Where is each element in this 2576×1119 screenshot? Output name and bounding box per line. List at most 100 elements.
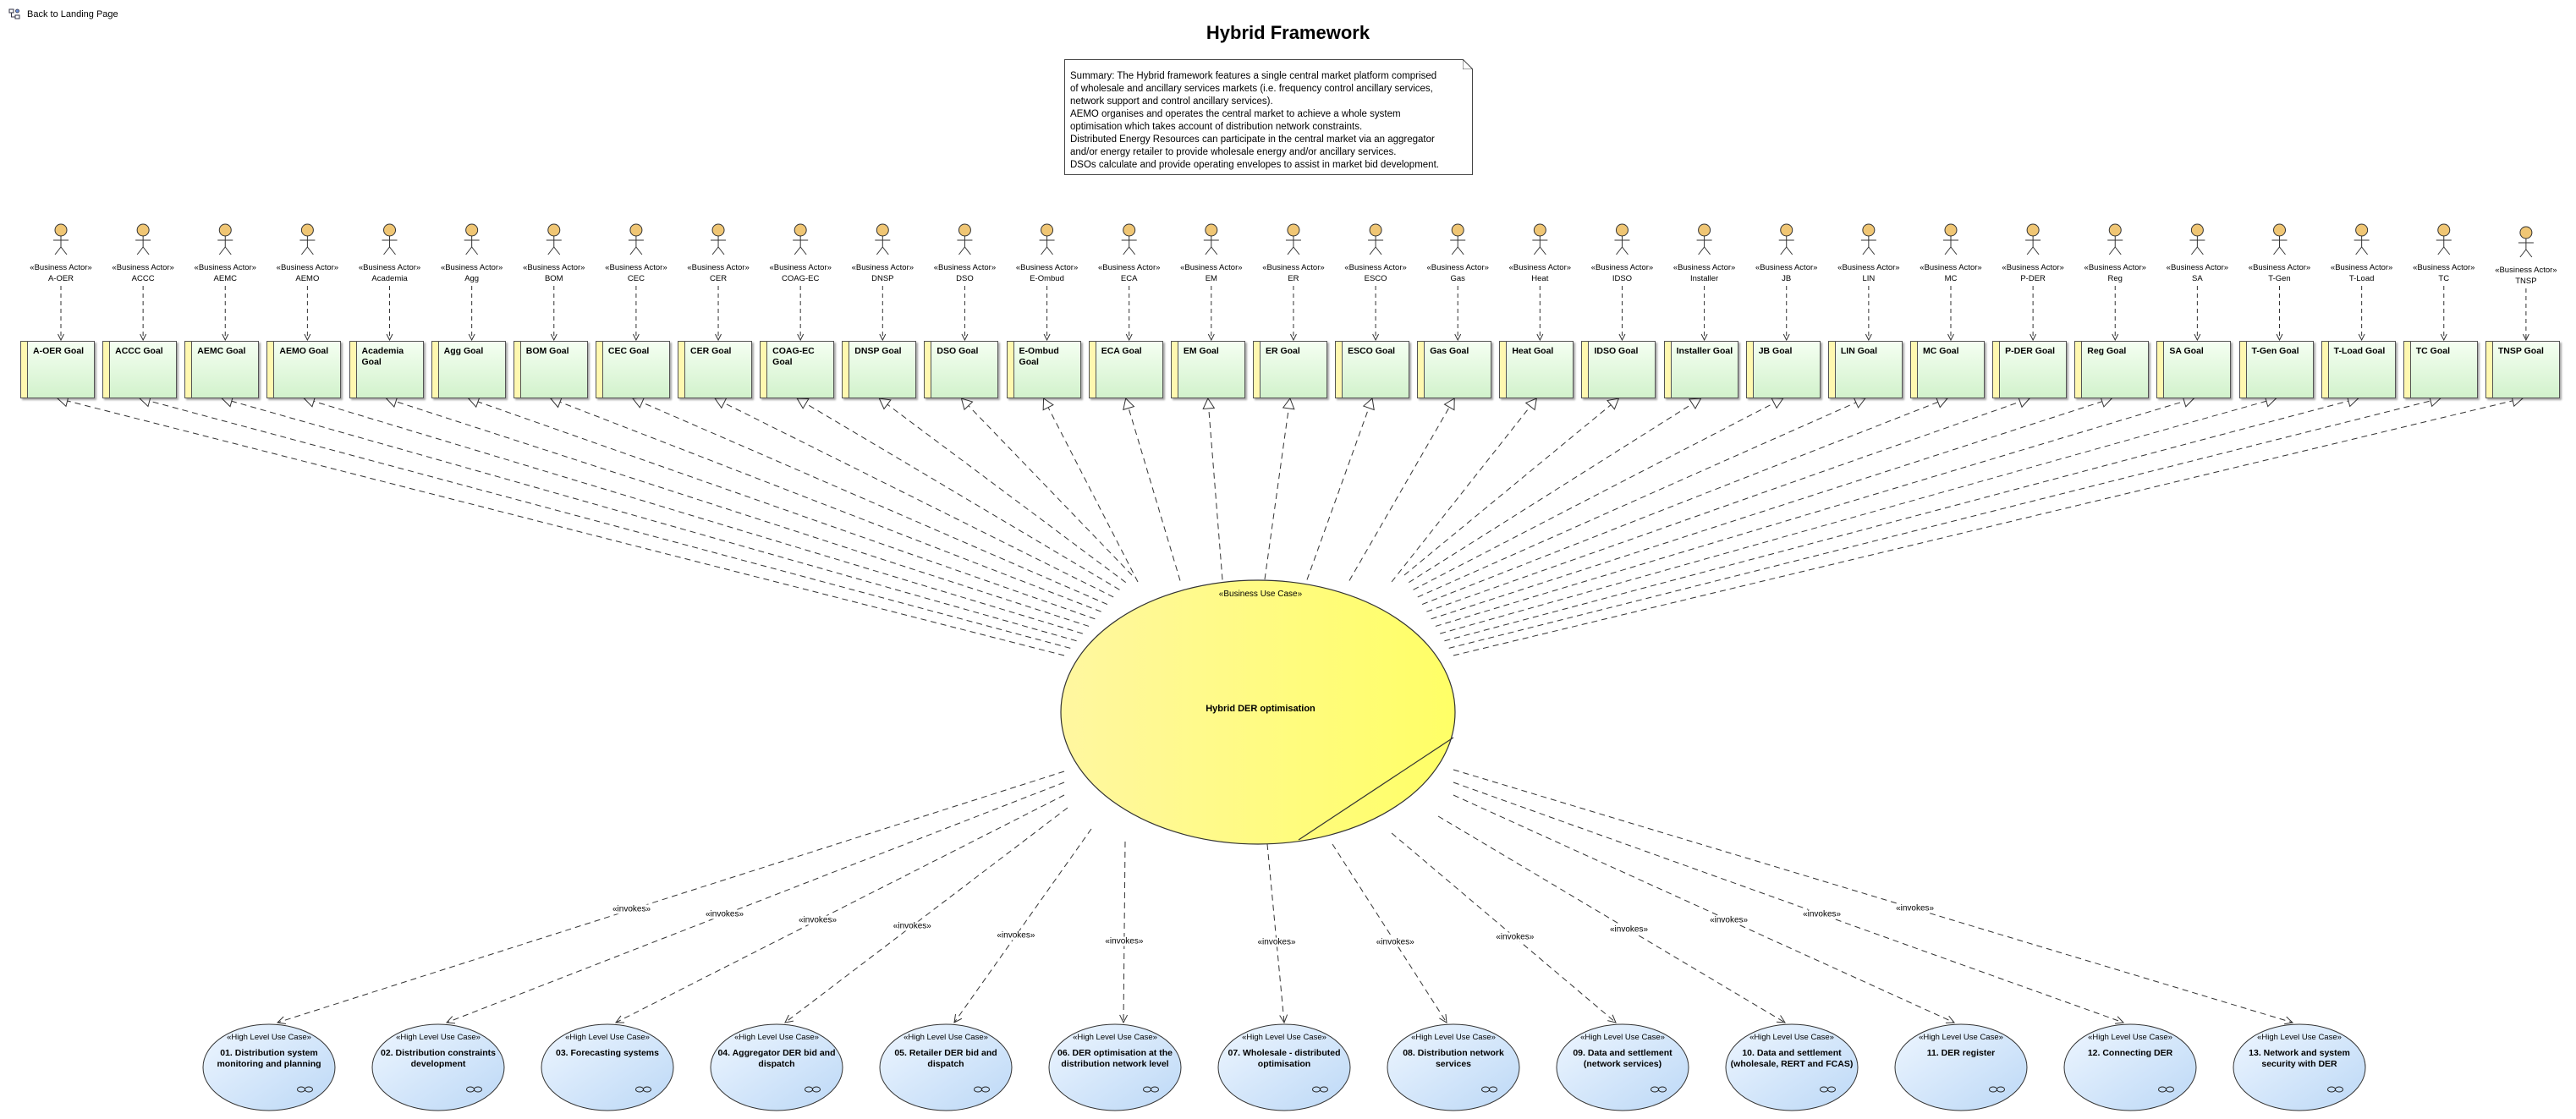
actor-figure-icon[interactable] [2436,223,2452,255]
actor-name: Heat [1531,274,1549,283]
actor-figure-icon[interactable] [464,223,480,255]
goal-box[interactable]: TC Goal [2403,341,2478,398]
actor-label: «Business Actor»DNSP [842,262,923,284]
goal-box[interactable]: P-DER Goal [1992,341,2068,398]
goal-box[interactable]: E-Ombud Goal [1006,341,1081,398]
actor-figure-icon[interactable] [1942,223,1958,255]
note-fold-corner [1463,59,1473,69]
goal-box[interactable]: MC Goal [1909,341,1985,398]
high-level-use-case[interactable] [1048,1023,1182,1111]
goal-box[interactable]: EM Goal [1170,341,1245,398]
high-level-use-case[interactable] [202,1023,336,1111]
goal-box[interactable]: CEC Goal [595,341,670,398]
actor-figure-icon[interactable] [793,223,809,255]
actor-figure-icon[interactable] [711,223,727,255]
actor-figure-icon[interactable] [1039,223,1055,255]
actor-figure-icon[interactable] [1285,223,1301,255]
actor-figure-icon[interactable] [2271,223,2288,255]
goal-box[interactable]: IDSO Goal [1581,341,1656,398]
goal-box[interactable]: DSO Goal [924,341,999,398]
actor-stereotype: «Business Actor» [30,263,92,272]
actor-figure-icon[interactable] [2354,223,2370,255]
actor-figure-icon[interactable] [382,223,398,255]
actor-stereotype: «Business Actor» [1344,263,1407,272]
high-level-use-case[interactable] [1387,1023,1520,1111]
invokes-link [1437,815,1786,1023]
high-level-use-case[interactable] [541,1023,674,1111]
actor-label: «Business Actor»SA [2156,262,2238,284]
goal-box[interactable]: DNSP Goal [842,341,917,398]
actor-stereotype: «Business Actor» [1590,263,1654,272]
goal-box[interactable]: Reg Goal [2074,341,2150,398]
actor-figure-icon[interactable] [1203,223,1219,255]
actor-label: «Business Actor»T-Gen [2239,262,2321,284]
actor-figure-icon[interactable] [957,223,973,255]
actor-figure-icon[interactable] [546,223,562,255]
back-to-landing-link[interactable]: Back to Landing Page [8,8,118,20]
goal-box[interactable]: Heat Goal [1499,341,1574,398]
goal-box[interactable]: ER Goal [1252,341,1327,398]
goal-box[interactable]: CER Goal [678,341,753,398]
actor-figure-icon[interactable] [1614,223,1630,255]
goal-box[interactable]: SA Goal [2156,341,2232,398]
goal-box[interactable]: Gas Goal [1417,341,1492,398]
goal-box[interactable]: ESCO Goal [1335,341,1410,398]
goal-box[interactable]: COAG-EC Goal [760,341,835,398]
goal-box[interactable]: JB Goal [1745,341,1821,398]
use-case-text: «High Level Use Case»03. Forecasting sys… [541,1033,673,1059]
actor-stereotype: «Business Actor» [1755,263,1818,272]
high-level-use-case[interactable] [1894,1023,2028,1111]
high-level-use-case[interactable] [371,1023,505,1111]
actor-name: SA [2192,274,2203,283]
actor-figure-icon[interactable] [1532,223,1548,255]
actor-figure-icon[interactable] [1778,223,1794,255]
high-level-use-case[interactable] [2063,1023,2197,1111]
goal-box[interactable]: T-Load Goal [2321,341,2396,398]
actor-figure-icon[interactable] [299,223,316,255]
goal-box[interactable]: ECA Goal [1088,341,1163,398]
goal-bar [2075,342,2083,398]
goal-box[interactable]: TNSP Goal [2485,341,2560,398]
actor-figure-icon[interactable] [1860,223,1876,255]
goal-realization-link [1431,401,2102,620]
actor-figure-icon[interactable] [2025,223,2041,255]
actor-figure-icon[interactable] [135,223,151,255]
actor-figure-icon[interactable] [2518,226,2534,258]
goal-label: T-Load Goal [2333,346,2386,356]
composite-link-icon [974,1086,990,1093]
actor-figure-icon[interactable] [217,223,233,255]
high-level-use-case[interactable] [1217,1023,1351,1111]
high-level-use-case[interactable] [2233,1023,2366,1111]
high-level-use-case[interactable] [1556,1023,1689,1111]
actor-name: CER [710,274,728,283]
goal-box[interactable]: A-OER Goal [20,341,95,398]
center-use-case-ellipse[interactable] [1060,579,1456,845]
goal-box[interactable]: BOM Goal [513,341,588,398]
goal-box[interactable]: AEMC Goal [184,341,260,398]
invokes-link [1123,841,1126,1023]
goal-box[interactable]: ACCC Goal [102,341,178,398]
goal-bar [514,342,521,398]
actor-figure-icon[interactable] [1368,223,1384,255]
high-level-use-case[interactable] [710,1023,843,1111]
actor-figure-icon[interactable] [628,223,644,255]
high-level-use-case[interactable] [1725,1023,1859,1111]
goal-realization-link [1440,400,2267,634]
goal-box[interactable]: Academia Goal [349,341,424,398]
goal-box[interactable]: Agg Goal [431,341,506,398]
actor-figure-icon[interactable] [1121,223,1137,255]
goal-box[interactable]: AEMO Goal [266,341,342,398]
actor-figure-icon[interactable] [2107,223,2123,255]
goal-box[interactable]: Installer Goal [1663,341,1738,398]
actor-figure-icon[interactable] [1696,223,1712,255]
actor-figure-icon[interactable] [2189,223,2205,255]
goal-box[interactable]: T-Gen Goal [2238,341,2314,398]
actor-stereotype: «Business Actor» [1015,263,1079,272]
use-case-stereotype: «High Level Use Case» [2257,1033,2342,1042]
actor-figure-icon[interactable] [875,223,891,255]
actor-name: AEMC [213,274,237,283]
goal-box[interactable]: LIN Goal [1827,341,1903,398]
actor-figure-icon[interactable] [1450,223,1466,255]
high-level-use-case[interactable] [879,1023,1013,1111]
actor-figure-icon[interactable] [53,223,69,255]
